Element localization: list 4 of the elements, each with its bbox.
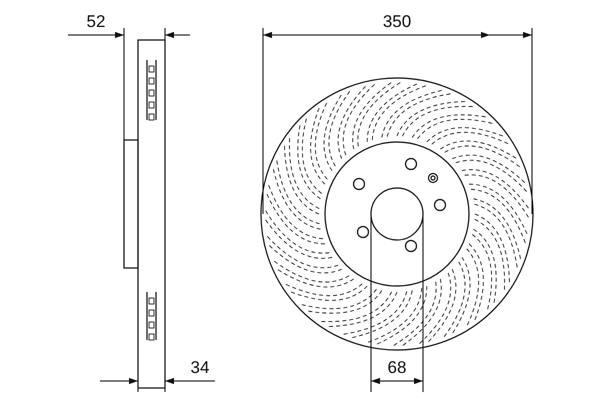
dimension-label: 68	[388, 358, 406, 378]
dimension-label: 34	[190, 358, 210, 378]
dimension-label: 350	[382, 12, 412, 32]
dimension-label: 52	[86, 12, 106, 32]
